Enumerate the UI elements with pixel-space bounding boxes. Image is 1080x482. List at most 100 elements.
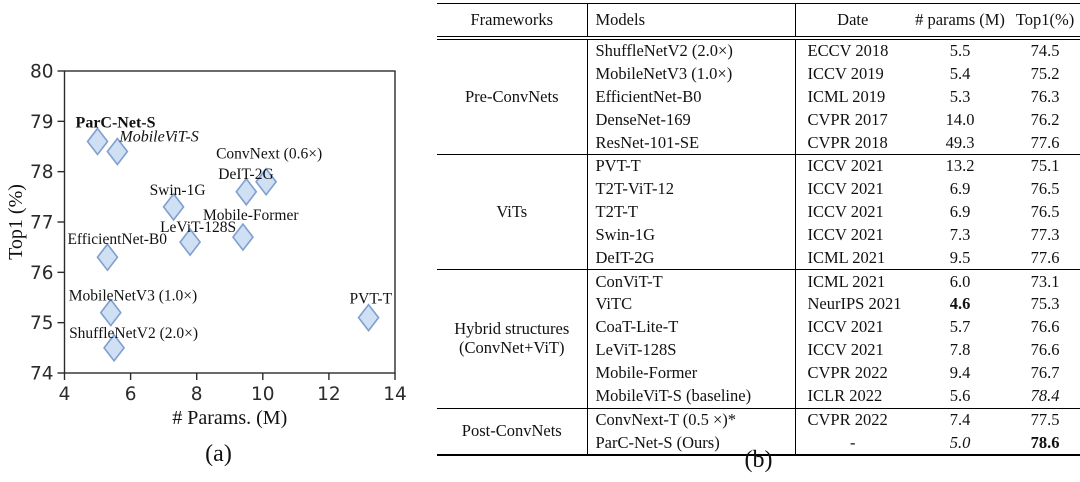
- top1-cell: 76.2: [1030, 109, 1060, 129]
- point-label: ParC-Net-S: [76, 114, 156, 131]
- y-tick-label: 74: [30, 364, 54, 385]
- params-cell: 49.3: [945, 132, 975, 152]
- model-cell: ConvNext-T (0.5 ×)*: [587, 407, 796, 432]
- date-cell: ICML 2021: [795, 269, 910, 294]
- params-cell: 5.7: [949, 317, 971, 337]
- table-row: EfficientNet-B0 ICML 2019 5.3 76.3: [437, 85, 1080, 109]
- model-cell: PVT-T: [587, 154, 796, 179]
- model-cell: T2T-ViT-12: [587, 178, 796, 201]
- scatter-point: [231, 222, 254, 252]
- params-cell: 5.4: [949, 64, 971, 84]
- table-row: MobileNetV3 (1.0×) ICCV 2019 5.4 75.2: [437, 62, 1080, 86]
- params-cell: 6.9: [949, 202, 971, 222]
- top1-cell: 75.2: [1030, 64, 1060, 84]
- point-label: MobileNetV3 (1.0×): [69, 288, 197, 305]
- column-header: Frameworks: [437, 3, 588, 40]
- top1-cell: 76.5: [1030, 179, 1060, 199]
- date-cell: ICLR 2022: [807, 385, 883, 405]
- date-cell: ICCV 2021: [807, 224, 884, 244]
- y-tick-label: 78: [30, 162, 54, 183]
- scatter-point: [255, 167, 278, 197]
- top1-cell: 76.7: [1030, 362, 1060, 382]
- point-label: ConvNext (0.6×): [216, 146, 322, 163]
- x-tick-label: 4: [59, 384, 71, 405]
- scatter-point: [96, 242, 119, 272]
- x-tick-label: 12: [317, 384, 341, 405]
- top1-cell: 76.3: [1030, 86, 1060, 106]
- date-cell: ECCV 2018: [795, 37, 910, 63]
- column-header: Date: [795, 3, 910, 40]
- x-tick-label: 10: [251, 384, 275, 405]
- params-cell: 5.6: [949, 385, 971, 405]
- caption-a: (a): [205, 441, 232, 467]
- params-cell: 5.0: [949, 432, 971, 452]
- params-cell: 5.3: [949, 86, 971, 106]
- point-label: ShuffleNetV2 (2.0×): [69, 325, 198, 342]
- model-cell: Mobile-Former: [587, 361, 796, 385]
- params-cell: 7.3: [949, 224, 971, 244]
- scatter-point: [162, 192, 185, 222]
- y-tick-label: 77: [30, 213, 54, 234]
- y-tick-label: 79: [30, 112, 54, 133]
- point-label: DeIT-2G: [218, 166, 273, 183]
- framework-cell: Hybrid structures (ConvNet+ViT): [437, 269, 588, 408]
- column-header: # params (M): [910, 3, 1010, 40]
- top1-cell: 76.6: [1030, 340, 1060, 360]
- framework-cell: ViTs: [437, 154, 588, 270]
- model-cell: CoaT-Lite-T: [587, 316, 796, 339]
- model-cell: EfficientNet-B0: [587, 85, 796, 109]
- y-tick-label: 80: [30, 62, 54, 83]
- params-cell: 9.4: [949, 362, 971, 382]
- params-cell: 14.0: [945, 109, 975, 129]
- params-cell: 13.2: [910, 154, 1010, 179]
- date-cell: ICML 2021: [807, 247, 886, 267]
- top1-cell: 77.6: [1030, 132, 1060, 152]
- point-label: PVT-T: [350, 291, 393, 308]
- framework-cell: Post-ConvNets: [437, 407, 588, 456]
- date-cell: ICCV 2021: [807, 317, 884, 337]
- point-label: LeViT-128S: [160, 219, 236, 236]
- top1-cell: 77.6: [1030, 247, 1060, 267]
- column-header: Models: [587, 3, 796, 40]
- y-axis-title: Top1 (%): [5, 184, 27, 260]
- point-label: Swin-1G: [150, 182, 206, 199]
- date-cell: ICCV 2019: [807, 64, 884, 84]
- point-label: Mobile-Former: [203, 207, 299, 224]
- params-cell: 7.4: [910, 407, 1010, 432]
- params-cell: 7.8: [949, 340, 971, 360]
- top1-cell: 75.3: [1030, 294, 1060, 314]
- y-tick-label: 75: [30, 313, 54, 334]
- y-tick-label: 76: [30, 263, 54, 284]
- date-cell: CVPR 2022: [795, 407, 910, 432]
- params-cell: 6.9: [949, 179, 971, 199]
- scatter-point: [99, 298, 122, 327]
- top1-cell: 76.6: [1030, 317, 1060, 337]
- date-cell: ICML 2019: [807, 86, 886, 106]
- scatter-point: [179, 227, 202, 257]
- params-cell: 4.6: [949, 294, 971, 314]
- model-cell: ParC-Net-S (Ours): [587, 431, 796, 456]
- top1-cell: 76.5: [1030, 202, 1060, 222]
- table-row: CoaT-Lite-T ICCV 2021 5.7 76.6: [437, 316, 1080, 339]
- model-cell: ShuffleNetV2 (2.0×): [587, 37, 796, 63]
- top1-cell: 78.4: [1030, 385, 1060, 405]
- params-cell: 6.0: [910, 269, 1010, 294]
- column-header: Top1(%): [1010, 3, 1080, 40]
- date-cell: ICCV 2021: [795, 154, 910, 179]
- point-label: MobileViT-S: [118, 129, 198, 146]
- top1-cell: 77.5: [1010, 407, 1080, 432]
- date-cell: ICCV 2021: [807, 202, 884, 222]
- model-cell: MobileNetV3 (1.0×): [587, 62, 796, 86]
